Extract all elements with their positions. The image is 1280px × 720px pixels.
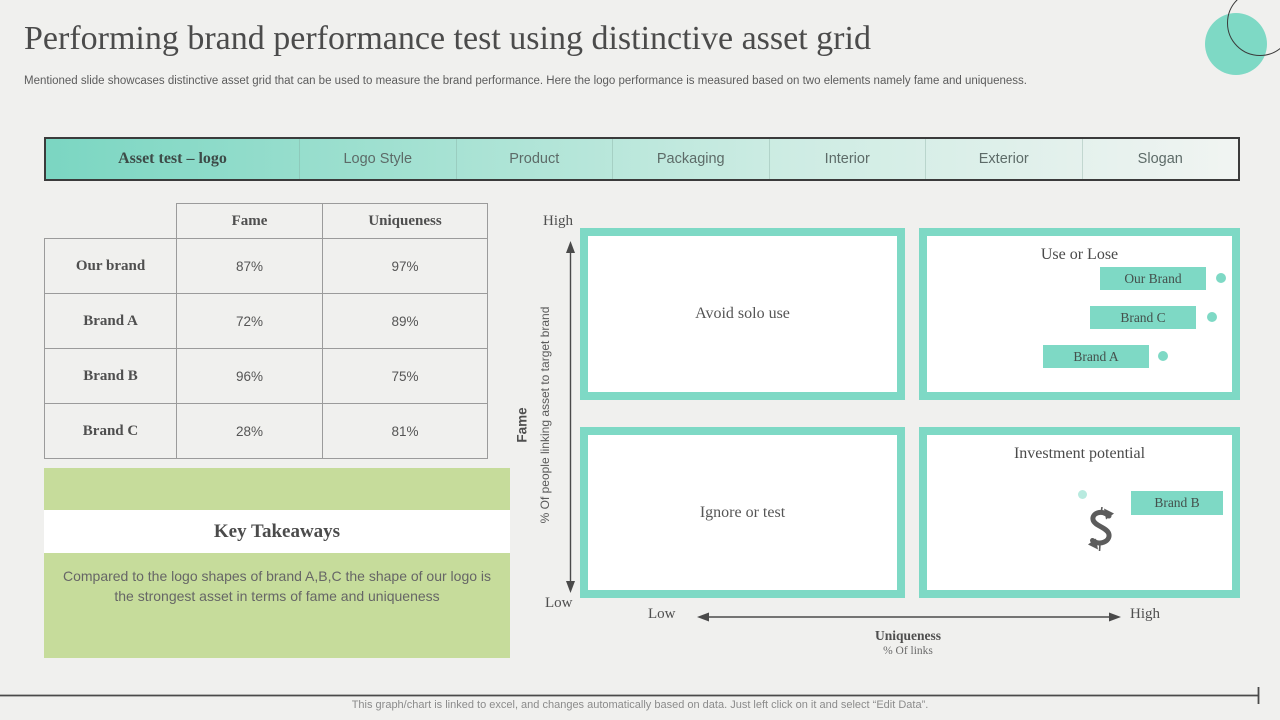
y-axis-subtitle: % Of people linking asset to target bran…: [538, 306, 552, 524]
decor-circle-outline-icon: [1227, 0, 1280, 56]
tab-interior[interactable]: Interior: [768, 139, 926, 179]
tab-product[interactable]: Product: [455, 139, 613, 179]
row-header-brand-b: Brand B: [44, 348, 177, 404]
data-point-brand-c: [1207, 312, 1217, 322]
brand-tag-our-brand: Our Brand: [1100, 267, 1206, 290]
brand-tag-brand-c: Brand C: [1090, 306, 1196, 329]
row-header-brand-c: Brand C: [44, 403, 177, 459]
quadrant-label: Avoid solo use: [695, 305, 790, 322]
quadrant-label: Use or Lose: [1040, 246, 1119, 263]
table-corner-cell: [45, 204, 177, 239]
key-takeaways-title: Key Takeaways: [44, 510, 510, 553]
cell-brand-a-fame: 72%: [176, 293, 323, 349]
cell-brand-b-uniqueness: 75%: [322, 348, 488, 404]
quadrant-label: Ignore or test: [699, 503, 786, 521]
column-header-uniqueness: Uniqueness: [322, 203, 488, 239]
y-axis-title: Fame: [514, 407, 530, 443]
y-axis-low-label: Low: [545, 595, 573, 611]
row-header-our-brand: Our brand: [44, 238, 177, 294]
quadrant-ignore-or-test: Ignore or test: [580, 427, 905, 598]
footer-note: This graph/chart is linked to excel, and…: [351, 699, 929, 711]
x-axis-title: Uniqueness: [874, 628, 942, 643]
x-axis-low-label: Low: [648, 606, 676, 622]
table-row: Our brand 87% 97%: [44, 238, 488, 294]
x-axis-high-label: High: [1130, 606, 1160, 622]
quadrant-avoid-solo-use: Avoid solo use: [580, 228, 905, 400]
tab-logo-style[interactable]: Logo Style: [299, 139, 456, 179]
tab-asset-test-logo[interactable]: Asset test – logo: [118, 150, 227, 167]
brand-tag-brand-b: Brand B: [1131, 491, 1223, 515]
table-row: Brand B 96% 75%: [44, 348, 488, 404]
cell-brand-c-fame: 28%: [176, 403, 323, 459]
table-row: Brand C 28% 81%: [44, 403, 488, 459]
x-axis-subtitle: % Of links: [883, 645, 933, 657]
quadrant-label: Investment potential: [1013, 445, 1146, 462]
key-takeaways-panel: Key Takeaways Compared to the logo shape…: [44, 468, 510, 658]
data-point-brand-a: [1158, 351, 1168, 361]
cell-brand-b-fame: 96%: [176, 348, 323, 404]
asset-test-tabbar: Asset test – logo Logo Style Product Pac…: [44, 137, 1240, 181]
data-point-brand-b: [1078, 490, 1087, 499]
tab-packaging[interactable]: Packaging: [612, 139, 769, 179]
cell-our-brand-fame: 87%: [176, 238, 323, 294]
cell-brand-c-uniqueness: 81%: [322, 403, 488, 459]
page-title: Performing brand performance test using …: [24, 20, 871, 57]
dollar-cycle-icon: [1088, 507, 1114, 551]
y-axis-high-label: High: [543, 213, 573, 229]
tab-slogan[interactable]: Slogan: [1081, 139, 1239, 179]
data-point-our-brand: [1216, 273, 1226, 283]
page-subtitle: Mentioned slide showcases distinctive as…: [24, 75, 1027, 87]
table-row: Brand A 72% 89%: [44, 293, 488, 349]
quadrant-investment-potential: Investment potential Brand B: [919, 427, 1240, 598]
brand-tag-brand-a: Brand A: [1043, 345, 1149, 368]
tab-exterior[interactable]: Exterior: [925, 139, 1082, 179]
brand-metrics-table: Fame Uniqueness Our brand 87% 97% Brand …: [44, 203, 488, 459]
quadrant-use-or-lose: Use or Lose Our Brand Brand C Brand A: [919, 228, 1240, 400]
column-header-fame: Fame: [176, 203, 323, 239]
cell-our-brand-uniqueness: 97%: [322, 238, 488, 294]
key-takeaways-body: Compared to the logo shapes of brand A,B…: [62, 568, 492, 605]
cell-brand-a-uniqueness: 89%: [322, 293, 488, 349]
row-header-brand-a: Brand A: [44, 293, 177, 349]
